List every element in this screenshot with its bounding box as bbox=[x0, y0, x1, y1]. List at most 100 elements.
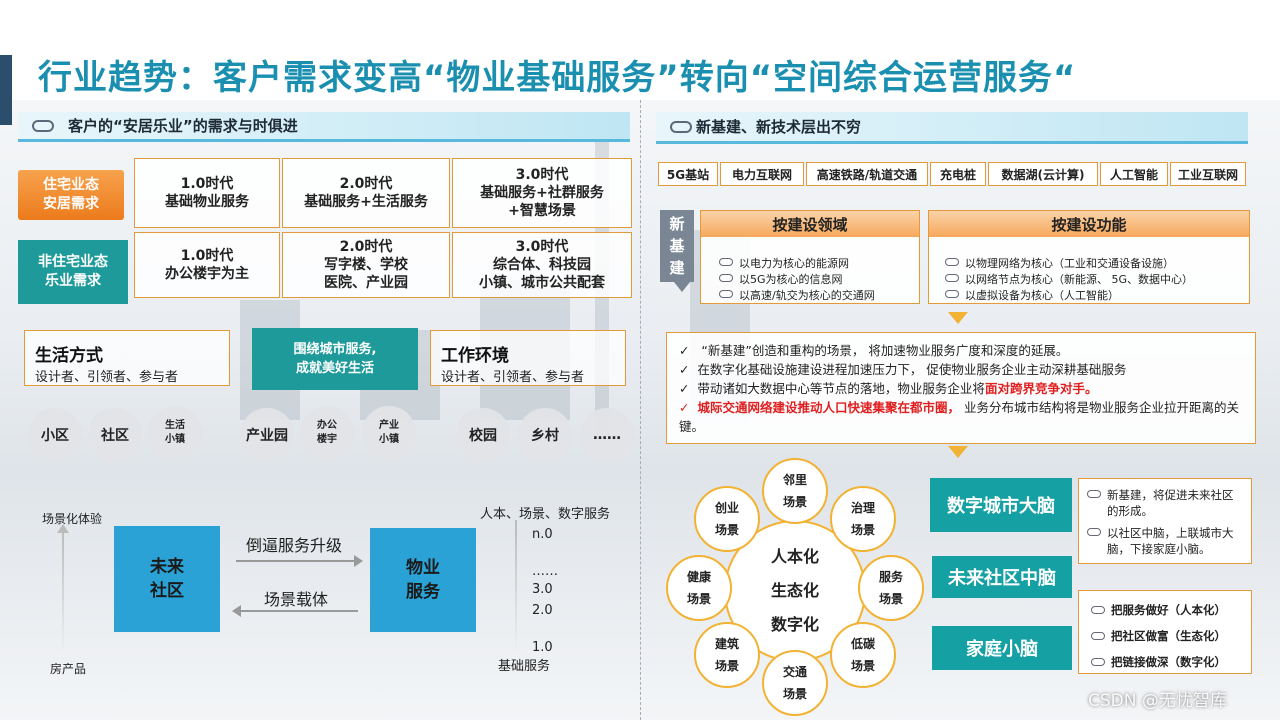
cloud-icon bbox=[1091, 606, 1105, 614]
brain-goal: 把社区做富（生态化） bbox=[1091, 623, 1251, 649]
arrow-down-icon bbox=[948, 312, 968, 324]
arrow-right-icon bbox=[354, 555, 363, 567]
domain-item: 以电力为核心的能源网 bbox=[719, 255, 919, 271]
brain-goals: 把服务做好（人本化） 把社区做富（生态化） 把链接做深（数字化） bbox=[1078, 590, 1252, 674]
divider bbox=[640, 100, 641, 720]
scene-petal: 低碳 场景 bbox=[830, 622, 896, 688]
property-service-box: 物业 服务 bbox=[370, 528, 476, 632]
tech-row: 5G基站 电力互联网 高速铁路/轨道交通 充电桩 数据湖(云计算) 人工智能 工… bbox=[658, 162, 1246, 186]
scene-circle: 产业园 bbox=[240, 408, 294, 462]
bullet-box: ✓ “新基建”创造和重构的场景， 将加速物业服务广度和深度的延展。 ✓ 在数字化… bbox=[666, 332, 1256, 444]
tech-item: 人工智能 bbox=[1100, 162, 1168, 186]
era-cell: 2.0时代 基础服务+生活服务 bbox=[282, 158, 450, 228]
future-community-box: 未来 社区 bbox=[114, 526, 220, 632]
cloud-icon bbox=[719, 290, 733, 298]
domain-item: 以5G为核心的信息网 bbox=[719, 271, 919, 287]
scene-petal: 治理 场景 bbox=[830, 486, 896, 552]
arrow-down-icon bbox=[948, 446, 968, 458]
era-cell: 3.0时代 综合体、科技园 小镇、城市公共配套 bbox=[452, 232, 632, 298]
tech-item: 5G基站 bbox=[658, 162, 718, 186]
page-title: 行业趋势：客户需求变高“物业基础服务”转向“空间综合运营服务“ bbox=[38, 58, 1077, 98]
scene-petal: 服务 场景 bbox=[858, 555, 924, 621]
cloud-icon bbox=[945, 274, 959, 282]
scene-circle: 社区 bbox=[88, 408, 142, 462]
cloud-icon bbox=[945, 290, 959, 298]
cloud-icon bbox=[1087, 490, 1101, 498]
community-brain-box: 未来社区中脑 bbox=[932, 556, 1072, 598]
brain-notes: 新基建，将促进未来社区的形成。 以社区中脑，上联城市大脑，下接家庭小脑。 bbox=[1078, 478, 1252, 564]
scene-petal: 交通 场景 bbox=[762, 650, 828, 716]
scene-petal: 建筑 场景 bbox=[694, 622, 760, 688]
axis-line bbox=[62, 530, 64, 650]
arrow-up-icon bbox=[57, 524, 69, 533]
highlight-text: 城际交通网络建设推动人口快速集聚在都市圈， bbox=[697, 400, 960, 415]
right-section-header: 新基建、新技术层出不穷 bbox=[656, 112, 1248, 144]
cloud-icon bbox=[670, 120, 692, 133]
right-axis-top-label: 人本、场景、数字服务 bbox=[480, 507, 611, 522]
function-item: 以物理网络为核心（工业和交通设备设施） bbox=[945, 255, 1249, 271]
domain-head: 按建设领域 bbox=[701, 211, 919, 237]
life-box: 生活方式 设计者、引领者、参与者 bbox=[24, 330, 230, 386]
city-brain-box: 数字城市大脑 bbox=[930, 478, 1072, 532]
era-cell: 1.0时代 办公楼宇为主 bbox=[134, 232, 280, 298]
arrow-left-label: 场景载体 bbox=[264, 590, 329, 609]
function-item: 以虚拟设备为核心（人工智能） bbox=[945, 287, 1249, 303]
bullet-item: ✓ 城际交通网络建设推动人口快速集聚在都市圈， 业务分布城市结构将是物业服务企业… bbox=[679, 400, 1239, 434]
scene-petal: 邻里 场景 bbox=[762, 458, 828, 524]
cloud-icon bbox=[945, 258, 959, 266]
brain-note: 新基建，将促进未来社区的形成。 bbox=[1087, 487, 1243, 519]
scene-circle: 产业 小镇 bbox=[362, 406, 416, 460]
level-label: 2.0 bbox=[532, 603, 553, 618]
arrow-down-icon bbox=[674, 282, 690, 292]
bullet-item: ✓ 带动诸如大数据中心等节点的落地，物业服务企业将面对跨界竞争对手。 bbox=[679, 381, 1098, 396]
arrow-line bbox=[236, 560, 356, 562]
era-cell: 2.0时代 写字楼、学校 医院、产业园 bbox=[282, 232, 450, 298]
arrow-line bbox=[240, 610, 358, 612]
new-infra-label: 新 基 建 bbox=[660, 210, 694, 282]
highlight-text: 面对跨界竞争对手。 bbox=[984, 381, 1098, 396]
bullet-item: ✓ 在数字化基础设施建设进程加速压力下， 促使物业服务企业主动深耕基础服务 bbox=[679, 362, 1127, 377]
home-brain-box: 家庭小脑 bbox=[932, 626, 1072, 670]
era-cell: 3.0时代 基础服务+社群服务 +智慧场景 bbox=[452, 158, 632, 228]
scene-circle: 乡村 bbox=[518, 408, 572, 462]
era-cell: 1.0时代 基础物业服务 bbox=[134, 158, 280, 228]
tech-item: 工业互联网 bbox=[1170, 162, 1246, 186]
tech-item: 电力互联网 bbox=[720, 162, 804, 186]
left-section-header: 客户的“安居乐业”的需求与时俱进 bbox=[18, 112, 630, 142]
scene-petal: 创业 场景 bbox=[694, 486, 760, 552]
axis-line bbox=[515, 520, 517, 650]
bullet-item: ✓ “新基建”创造和重构的场景， 将加速物业服务广度和深度的延展。 bbox=[679, 343, 1069, 358]
level-label: 3.0 bbox=[532, 582, 553, 597]
function-panel: 按建设功能 以物理网络为核心（工业和交通设备设施） 以网络节点为核心（新能源、 … bbox=[928, 210, 1250, 304]
cloud-icon bbox=[1087, 528, 1101, 536]
level-label: …… bbox=[532, 564, 558, 579]
level-label: n.0 bbox=[532, 527, 553, 542]
function-head: 按建设功能 bbox=[929, 211, 1249, 237]
cloud-icon bbox=[719, 274, 733, 282]
scene-circle: …… bbox=[580, 408, 634, 462]
life-title: 生活方式 bbox=[35, 346, 103, 366]
work-title: 工作环境 bbox=[441, 346, 509, 366]
arrow-right-label: 倒逼服务升级 bbox=[246, 536, 343, 555]
scene-circle: 校园 bbox=[456, 408, 510, 462]
domain-item: 以高速/轨交为核心的交通网 bbox=[719, 287, 919, 303]
brain-goal: 把服务做好（人本化） bbox=[1091, 597, 1251, 623]
axis-top-label: 场景化体验 bbox=[42, 512, 103, 526]
level-label: 1.0 bbox=[532, 640, 553, 655]
center-box: 围绕城市服务, 成就美好生活 bbox=[252, 328, 418, 390]
cloud-icon bbox=[1091, 632, 1105, 640]
tech-item: 充电桩 bbox=[930, 162, 986, 186]
cloud-icon bbox=[32, 119, 54, 132]
brain-note: 以社区中脑，上联城市大脑，下接家庭小脑。 bbox=[1087, 525, 1243, 557]
right-section-title: 新基建、新技术层出不穷 bbox=[696, 118, 862, 136]
cloud-icon bbox=[1091, 658, 1105, 666]
brain-goal: 把链接做深（数字化） bbox=[1091, 649, 1251, 675]
scene-petal: 健康 场景 bbox=[666, 555, 732, 621]
tag-residential: 住宅业态 安居需求 bbox=[18, 170, 124, 220]
watermark: CSDN @无忧智库 bbox=[1088, 691, 1227, 711]
work-subtitle: 设计者、引领者、参与者 bbox=[441, 370, 585, 385]
arrow-left-icon bbox=[232, 605, 241, 617]
left-section-title: 客户的“安居乐业”的需求与时俱进 bbox=[68, 117, 298, 135]
tech-item: 高速铁路/轨道交通 bbox=[806, 162, 928, 186]
scene-circle: 生活 小镇 bbox=[148, 406, 202, 460]
